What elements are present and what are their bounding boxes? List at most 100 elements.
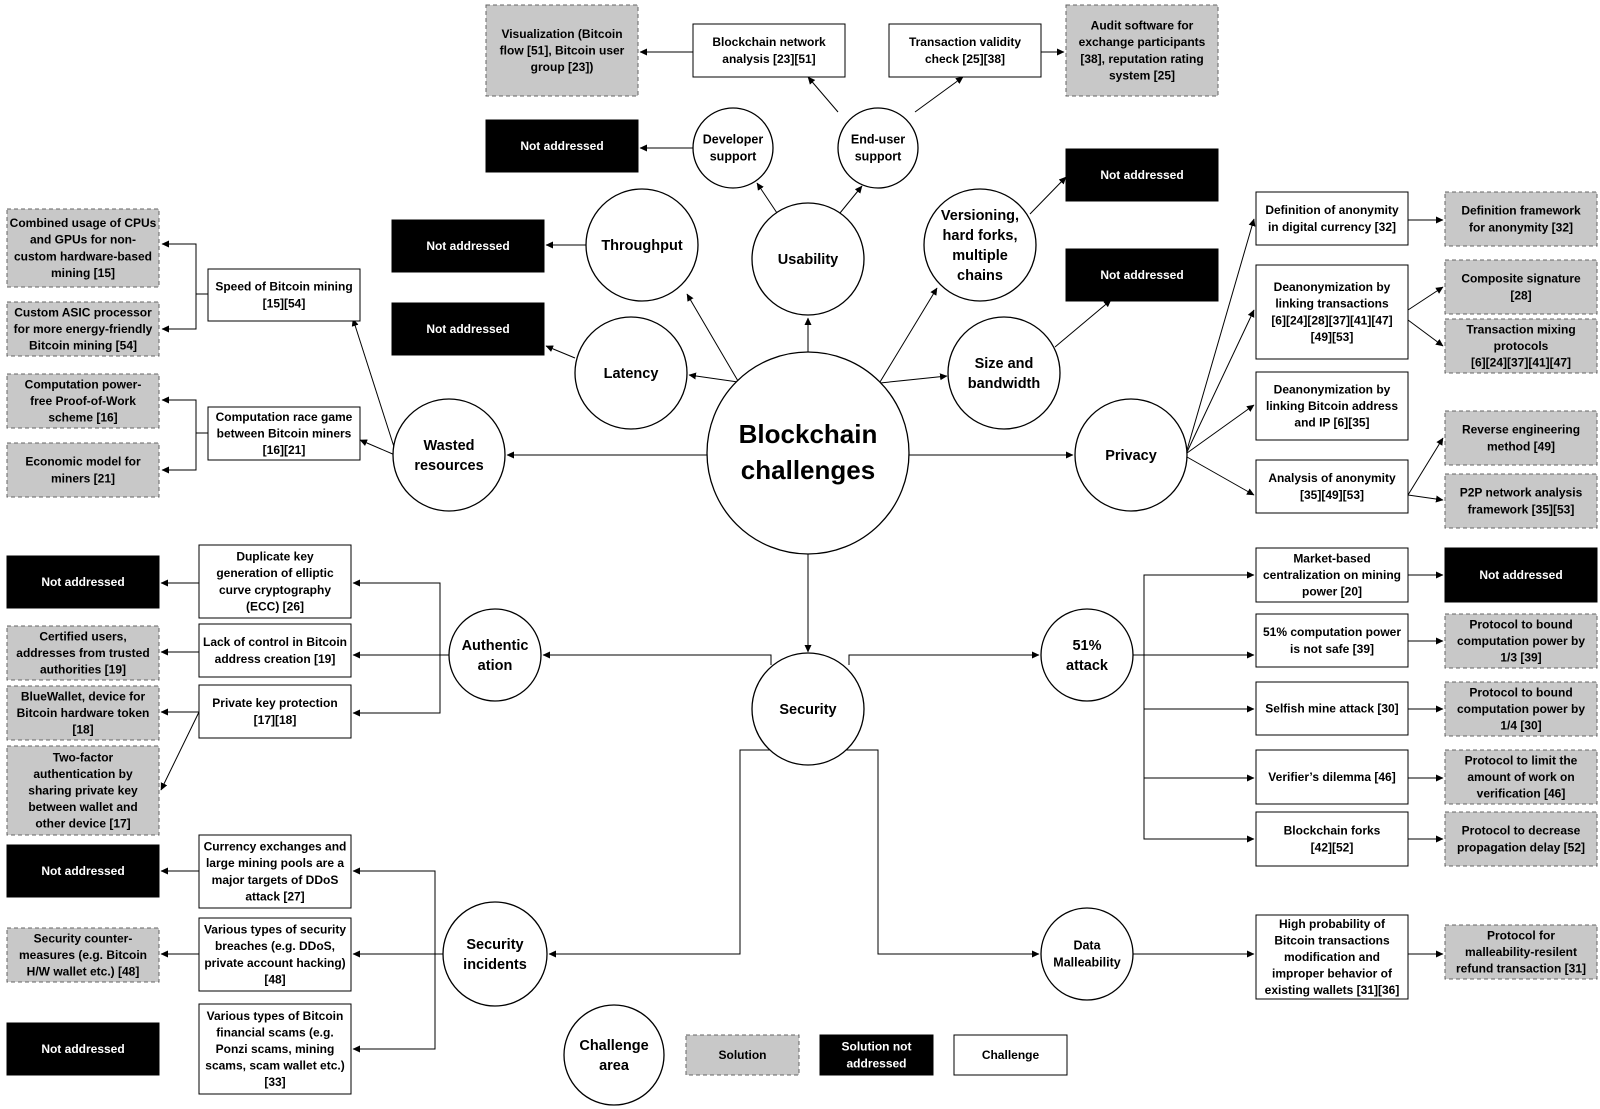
connector-22 [161, 240, 208, 295]
box-label: Not addressed [1100, 268, 1183, 282]
connector-23 [161, 294, 197, 333]
box-shape [6, 555, 160, 609]
circle-label: Latency [604, 366, 659, 382]
box-shape [1255, 371, 1409, 441]
connector-35 [542, 651, 772, 665]
circle-label: Privacy [1105, 448, 1157, 464]
box-shape [485, 119, 639, 173]
circle-label: 51%attack [1066, 638, 1109, 674]
connector-46 [1133, 571, 1255, 656]
connector-48 [1143, 655, 1255, 713]
box-shape [1255, 613, 1409, 668]
circle-shape [585, 188, 699, 302]
challenge-box-ch-anonymity-analysis: Analysis of anonymity[35][49][53] [1255, 459, 1409, 514]
circle-label: Throughput [601, 238, 683, 254]
box-shape [6, 685, 160, 741]
edges [160, 48, 1444, 1053]
circle-shape [1074, 398, 1188, 512]
challenge-box-ch-selfish: Selfish mine attack [30] [1255, 681, 1409, 736]
box-label: Selfish mine attack [30] [1265, 702, 1398, 716]
connector-32 [1407, 319, 1444, 347]
connector-12 [914, 76, 964, 113]
circle-usability: Usability [751, 202, 865, 316]
challenge-box-ch-mining-speed: Speed of Bitcoin mining[15][54] [207, 268, 361, 322]
box-shape [6, 301, 160, 357]
box-shape [1444, 681, 1598, 737]
connector-19 [1054, 299, 1112, 348]
box-shape [485, 4, 639, 97]
connector-21 [351, 318, 396, 451]
box-shape [1255, 811, 1409, 867]
circle-throughput: Throughput [585, 188, 699, 302]
box-label: Not addressed [426, 322, 509, 336]
not-addressed-box-na-developer: Not addressed [485, 119, 639, 173]
connector-29 [1186, 456, 1255, 496]
connector-24 [161, 396, 208, 434]
box-shape [1444, 811, 1598, 867]
not-addressed-box-na-ddos: Not addressed [6, 844, 160, 898]
circle-label: Security [779, 702, 836, 718]
solution-box-sol-composite: Composite signature[28] [1444, 259, 1598, 315]
box-shape [1444, 410, 1598, 466]
not-addressed-box-na-latency: Not addressed [391, 302, 545, 356]
connector-25 [161, 433, 197, 474]
connector-41 [352, 655, 441, 717]
box-shape [1255, 914, 1409, 1000]
box-label: Verifier’s dilemma [46] [1268, 770, 1395, 784]
box-shape [1255, 749, 1409, 805]
circle-attack51: 51%attack [1040, 608, 1134, 702]
circle-shape [574, 316, 688, 430]
box-label: Not addressed [41, 864, 124, 878]
box-shape [1444, 924, 1598, 980]
box-shape [1444, 191, 1598, 247]
box-label: Analysis of anonymity[35][49][53] [1268, 471, 1396, 502]
connector-2 [686, 293, 739, 382]
challenge-box-legend-challenge: Challenge [953, 1034, 1068, 1076]
box-label: Private key protection[17][18] [212, 696, 337, 727]
connector-56 [352, 867, 443, 955]
box-shape [6, 442, 160, 498]
box-shape [1444, 613, 1598, 669]
connector-40 [352, 579, 449, 656]
box-label: Not addressed [520, 139, 603, 153]
box-shape [1444, 318, 1598, 374]
not-addressed-box-na-scams: Not addressed [6, 1022, 160, 1076]
box-label: Not addressed [41, 575, 124, 589]
box-shape [819, 1034, 934, 1076]
